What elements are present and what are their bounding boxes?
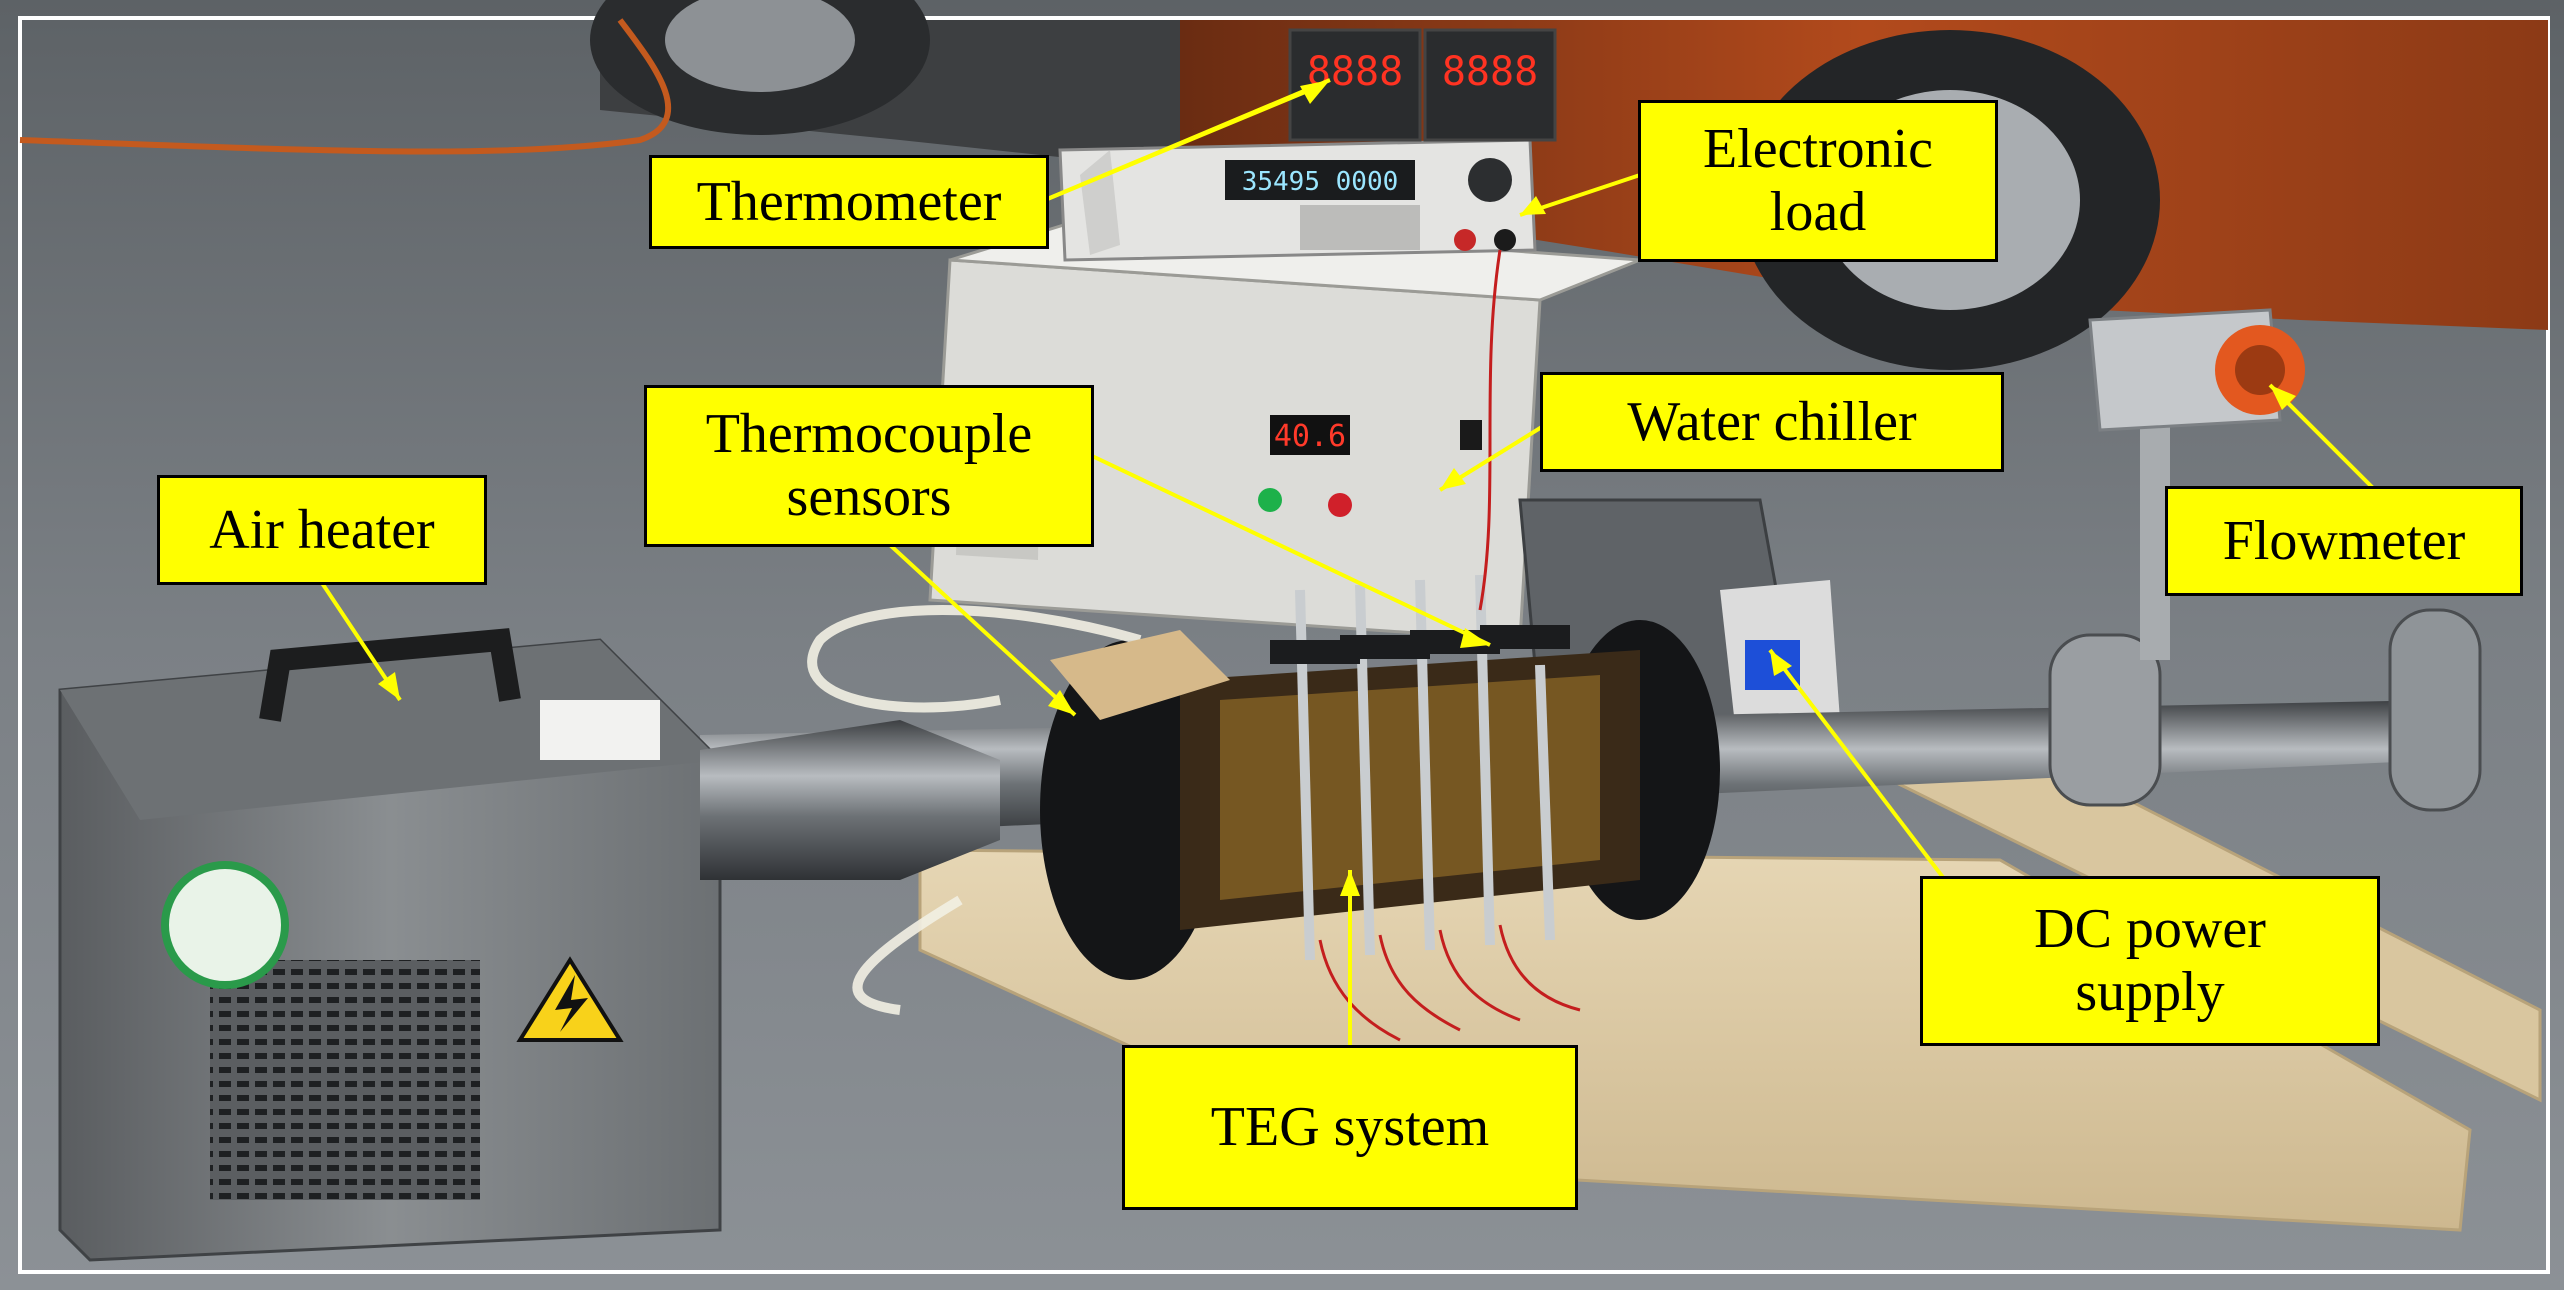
- air-heater-label-line: Air heater: [209, 498, 435, 561]
- thermometer-2-digits: 8888: [1442, 49, 1538, 95]
- flowmeter-cap-inner: [2235, 345, 2285, 395]
- electronic-load-label-line-2: load: [1769, 181, 1867, 243]
- leader-thermocouple-2: [888, 543, 1077, 717]
- load-terminal-red: [1454, 229, 1476, 251]
- orange-cable: [19, 18, 672, 155]
- water-chiller-label: Water chiller: [1540, 372, 2004, 472]
- electronic-load-label-line-1: Electronic: [1702, 118, 1934, 181]
- air-heater-label-sticker: [540, 700, 660, 760]
- dc-power-supply-label: DC power supply: [1920, 876, 2380, 1046]
- dc-power-supply-label-text: DC power supply: [2034, 898, 2266, 1023]
- air-heater-label-text: Air heater: [209, 499, 434, 562]
- load-keypad: [1300, 205, 1420, 250]
- teg-kapton-tape: [1220, 675, 1600, 900]
- load-handle: [1080, 150, 1120, 255]
- air-heater-label: Air heater: [157, 475, 487, 585]
- dc-power-supply-label-line-1: DC power: [2034, 898, 2266, 961]
- flowmeter-flange: [2048, 633, 2162, 807]
- flowmeter-label: Flowmeter: [2165, 486, 2523, 596]
- leader-dc-power: [1768, 648, 1947, 882]
- thermocouple-sensors-label-line-1: Thermocouple: [705, 403, 1033, 466]
- load-display-digits: 35495 0000: [1242, 167, 1399, 197]
- chiller-alarm-lamp: [1328, 493, 1352, 517]
- car-wheel-left-rim: [665, 0, 855, 92]
- air-heater-handle: [259, 628, 521, 722]
- leader-arrowheads: [378, 80, 2296, 896]
- thermocouple-sensors-label-text: Thermocouple sensors: [706, 403, 1033, 528]
- teg-system-label: TEG system: [1122, 1045, 1578, 1210]
- heater-outlet-nozzle: [700, 720, 1000, 880]
- teg-system-label-text: TEG system: [1211, 1096, 1489, 1159]
- pipe-flange-right: [2388, 608, 2482, 812]
- water-chiller-label-text: Water chiller: [1627, 391, 1916, 454]
- air-heater-certificate-sticker: [161, 861, 289, 989]
- chiller-normal-lamp: [1258, 488, 1282, 512]
- leader-thermometer-2: [1044, 78, 1331, 202]
- chiller-switch: [1460, 420, 1482, 450]
- teg-clamp-bars: [1270, 625, 1570, 664]
- teg-flange-left: [1040, 640, 1220, 980]
- flowmeter-label-line: Flowmeter: [2222, 509, 2466, 572]
- load-terminal-black: [1494, 229, 1516, 251]
- photo-frame: [18, 16, 2550, 1274]
- warning-bolt-icon: [555, 975, 588, 1032]
- flowmeter-label-text: Flowmeter: [2223, 510, 2466, 573]
- air-heater-vent-grille: [210, 960, 480, 1200]
- electronic-load-label: Electronic load: [1638, 100, 1998, 262]
- electronic-load-label-text: Electronic load: [1703, 118, 1933, 243]
- silicone-tubes: [807, 605, 1142, 1015]
- wooden-board-piece: [1050, 630, 1230, 720]
- teg-system-label-line: TEG system: [1210, 1096, 1490, 1159]
- air-heater-top: [60, 640, 720, 820]
- chiller-display: [1270, 415, 1350, 455]
- thermocouple-sensors-label: Thermocouple sensors: [644, 385, 1094, 547]
- leader-thermocouple-1: [1089, 453, 1491, 647]
- thermocouple-sensors-label-line-2: sensors: [786, 466, 952, 528]
- thermometer-label-text: Thermometer: [697, 171, 1002, 234]
- chiller-display-digits: 40.6: [1274, 419, 1346, 454]
- dc-power-supply-label-line-2: supply: [2075, 961, 2225, 1023]
- load-knob: [1468, 158, 1512, 202]
- water-chiller-label-line: Water chiller: [1627, 390, 1917, 453]
- thermometer-label: Thermometer: [649, 155, 1049, 249]
- thermometer-controller-2: [1423, 28, 1557, 142]
- thermometer-label-line: Thermometer: [696, 170, 1002, 233]
- load-display: [1225, 160, 1415, 200]
